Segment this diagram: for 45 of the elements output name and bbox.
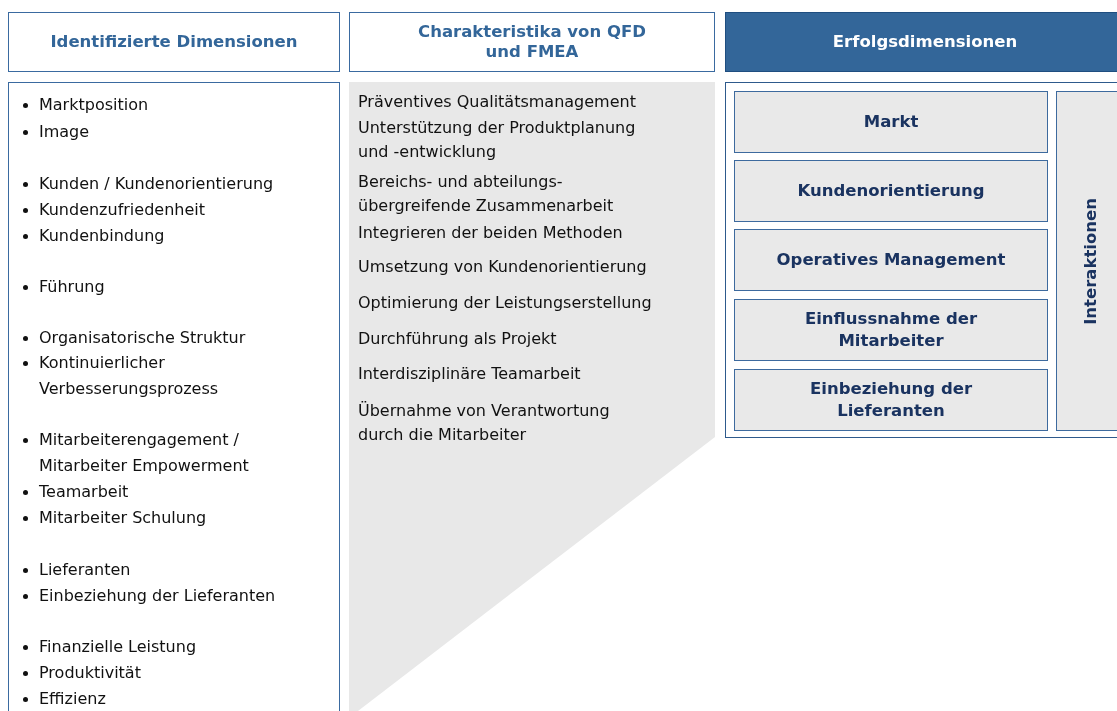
list-item: Kunden / Kundenorientierung — [39, 173, 275, 195]
box-label: Operatives Management — [776, 249, 1006, 271]
list-item: Kundenzufriedenheit — [39, 199, 206, 221]
characteristic-text: Übernahme von Verantwortung durch die Mitarbeiter — [358, 400, 611, 446]
interaction-bar — [1056, 91, 1117, 431]
box-label: Interaktionen — [1080, 197, 1101, 325]
list-item: Lieferanten — [39, 559, 132, 581]
characteristic-text: Integrieren der beiden Methoden — [358, 222, 624, 244]
list-panel — [8, 82, 340, 711]
list-item: Organisatorische Struktur — [39, 327, 247, 349]
list-item: Einbeziehung der Lieferanten — [39, 585, 277, 607]
dimension-box — [734, 91, 1048, 153]
header-text: Identifizierte Dimensionen — [50, 32, 298, 52]
characteristic-text: Unterstützung der Produktplanung und -entwicklung — [358, 117, 637, 163]
column-header — [725, 12, 1117, 72]
dimension-box — [734, 299, 1048, 361]
list-item: Finanzielle Leistung — [39, 636, 198, 658]
list-item: Kundenbindung — [39, 225, 166, 247]
list-item: Mitarbeiter Schulung — [39, 507, 208, 529]
header-text: Erfolgsdimensionen — [832, 32, 1018, 52]
characteristic-text: Umsetzung von Kundenorientierung — [358, 256, 648, 278]
list-item: Effizienz — [39, 688, 107, 710]
box-label: Markt — [863, 111, 919, 133]
characteristic-text: Durchführung als Projekt — [358, 328, 558, 350]
characteristic-text: Bereichs- und abteilungs- übergreifende Zusammenarbeit — [358, 171, 615, 217]
list-item: Marktposition — [39, 94, 150, 116]
list-item: Produktivität — [39, 662, 142, 684]
box-label: Einflussnahme der Mitarbeiter — [803, 308, 979, 352]
list-item: Image — [39, 121, 91, 143]
characteristic-text: Präventives Qualitätsmanagement — [358, 91, 637, 113]
box-label: Einbeziehung der Lieferanten — [808, 378, 974, 422]
dimension-box — [734, 229, 1048, 291]
characteristic-text: Optimierung der Leistungserstellung — [358, 292, 653, 314]
list-item: Kontinuierlicher Verbesserungsprozess — [39, 352, 220, 400]
list-item: Teamarbeit — [39, 481, 130, 503]
header-text: Charakteristika von QFD und FMEA — [417, 22, 647, 62]
list-item: Führung — [39, 276, 106, 298]
container-box — [725, 82, 1117, 438]
list-item: Mitarbeiterengagement / Mitarbeiter Empowerment — [39, 429, 250, 477]
characteristic-text: Interdisziplinäre Teamarbeit — [358, 363, 582, 385]
dimension-box — [734, 369, 1048, 431]
box-label: Kundenorientierung — [797, 180, 985, 202]
dimension-box — [734, 160, 1048, 222]
column-header — [8, 12, 340, 72]
column-header — [349, 12, 715, 72]
